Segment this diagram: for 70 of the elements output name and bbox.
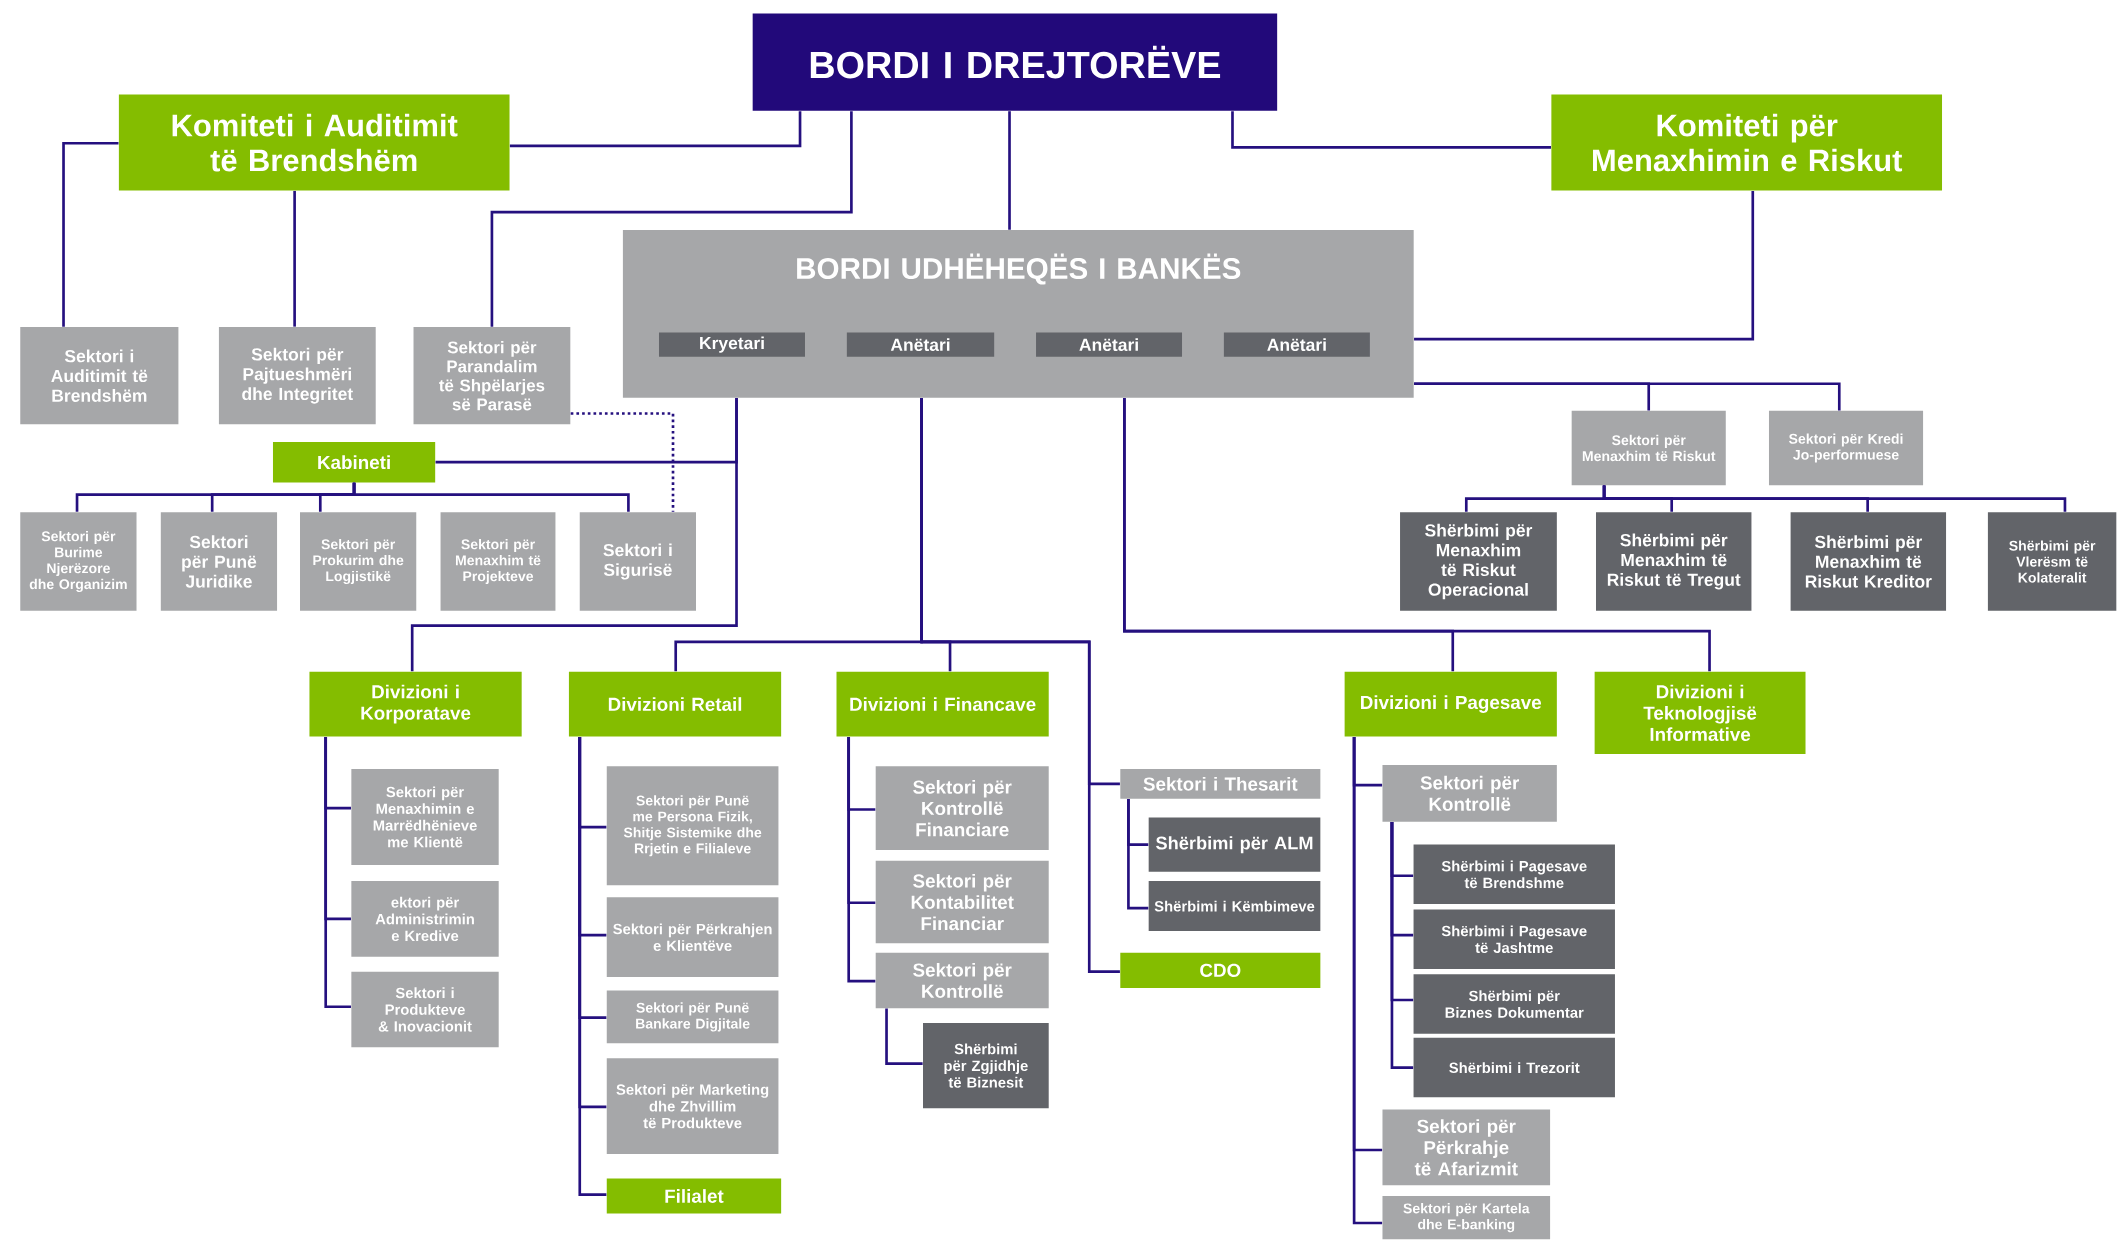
division-box: Divizioni i Korporatave bbox=[309, 671, 522, 737]
connector-line bbox=[578, 736, 607, 1196]
department-box: Sektori i Sigurisë bbox=[579, 512, 696, 611]
department-box: Sektori për Kontrollë Financiare bbox=[875, 766, 1049, 851]
division-box: CDO bbox=[1120, 952, 1321, 988]
service-box: Shërbimi i Trezorit bbox=[1413, 1037, 1615, 1098]
department-box: Sektori për Menaxhimin e Marrëdhënieve me Klientë bbox=[351, 768, 499, 865]
department-box: Sektori për Kontrollë bbox=[1382, 764, 1557, 822]
department-box: Sektori për Pajtueshmëri dhe Integritet bbox=[218, 327, 376, 425]
member-box: Anëtari bbox=[1036, 332, 1182, 357]
connector-line bbox=[352, 482, 630, 512]
connector-line bbox=[1602, 485, 2067, 512]
service-box: Shërbimi për ALM bbox=[1148, 817, 1321, 872]
service-box: Shërbimi për Menaxhim të Riskut të Tregut bbox=[1596, 512, 1752, 611]
connector-line bbox=[885, 1008, 923, 1065]
service-box: Shërbimi për Biznes Dokumentar bbox=[1413, 974, 1615, 1034]
connector-line bbox=[509, 111, 802, 148]
connector-line bbox=[490, 111, 853, 327]
division-box: Komiteti për Menaxhimin e Riskut bbox=[1551, 94, 1943, 191]
department-box: Sektori për Kredi Jo-performuese bbox=[1769, 410, 1924, 486]
division-box: Divizioni i Financave bbox=[836, 671, 1049, 737]
member-box: Anëtari bbox=[1223, 332, 1370, 357]
department-box: Sektori për Menaxhim të Projekteve bbox=[440, 512, 556, 611]
service-box: Shërbimi i Pagesave të Brendshme bbox=[1413, 844, 1615, 905]
department-box: Sektori për Kontabilitet Financiar bbox=[875, 860, 1049, 944]
division-box: Kabineti bbox=[272, 441, 436, 483]
department-box: Sektori për Punë me Persona Fizik, Shitje Sistemike dhe Rrjetin e Filialeve bbox=[606, 766, 779, 886]
service-box: Shërbimi për Vlerësm të Kolateralit bbox=[1987, 512, 2117, 611]
division-box: Komiteti i Auditimit të Brendshëm bbox=[118, 94, 510, 191]
department-box: Sektori për Kontrollë bbox=[875, 952, 1049, 1009]
department-box: Sektori për Përkrahjen e Klientëve bbox=[606, 897, 779, 978]
department-box: Sektori i Thesarit bbox=[1120, 768, 1321, 799]
department-box: Sektori për Kartela dhe E-banking bbox=[1382, 1196, 1551, 1240]
connector-line bbox=[1008, 111, 1011, 230]
connector-line bbox=[570, 412, 675, 512]
connector-line bbox=[293, 190, 296, 327]
connector-line bbox=[1390, 822, 1414, 1069]
division-box: Divizioni i Pagesave bbox=[1344, 671, 1557, 737]
connector-line bbox=[1127, 799, 1149, 910]
connector-line bbox=[1231, 111, 1551, 149]
department-box: Sektori për Parandalim të Shpëlarjes së Parasë bbox=[413, 327, 571, 425]
service-box: Shërbimi i Këmbimeve bbox=[1148, 881, 1321, 932]
department-box: Sektori për Përkrahje të Afarizmit bbox=[1382, 1109, 1551, 1186]
connector-line bbox=[62, 141, 119, 327]
division-box: Filialet bbox=[606, 1178, 782, 1214]
service-box: Shërbimi për Zgjidhje të Biznesit bbox=[923, 1023, 1049, 1109]
department-box: ektori për Administrimin e Kredive bbox=[351, 881, 499, 957]
service-box: Shërbimi për Menaxhim të Riskut Kreditor bbox=[1790, 512, 1947, 611]
member-box: Anëtari bbox=[846, 332, 995, 357]
connector-line bbox=[324, 736, 351, 1009]
department-box: Sektori për Menaxhim të Riskut bbox=[1571, 410, 1726, 486]
department-box: Sektori për Punë Bankare Digjitale bbox=[606, 990, 779, 1044]
connector-line bbox=[410, 398, 738, 672]
service-box: Shërbimi për Menaxhim të Riskut Operacional bbox=[1400, 512, 1557, 611]
connector-line bbox=[1414, 190, 1755, 341]
division-box: Divizioni Retail bbox=[568, 671, 782, 737]
department-box: Sektori i Auditimit të Brendshëm bbox=[20, 327, 179, 425]
connector-line bbox=[1414, 382, 1841, 411]
division-box: Divizioni i Teknologjisë Informative bbox=[1594, 671, 1806, 755]
connector-line bbox=[847, 736, 876, 983]
member-box: Kryetari bbox=[659, 332, 805, 357]
department-box: Sektori i Produkteve & Inovacionit bbox=[351, 971, 499, 1048]
board-box: BORDI I DREJTORËVE bbox=[752, 13, 1278, 111]
department-box: Sektori për Burime Njerëzore dhe Organizim bbox=[20, 512, 137, 611]
service-box: Shërbimi i Pagesave të Jashtme bbox=[1413, 909, 1615, 969]
department-box: Sektori për Marketing dhe Zhvillim të Produkteve bbox=[606, 1058, 779, 1155]
department-box: Sektori për Prokurim dhe Logjistikë bbox=[300, 512, 417, 611]
connector-line bbox=[1123, 398, 1711, 672]
department-box: Sektori për Punë Juridike bbox=[160, 512, 278, 611]
connector-line bbox=[920, 398, 1120, 974]
